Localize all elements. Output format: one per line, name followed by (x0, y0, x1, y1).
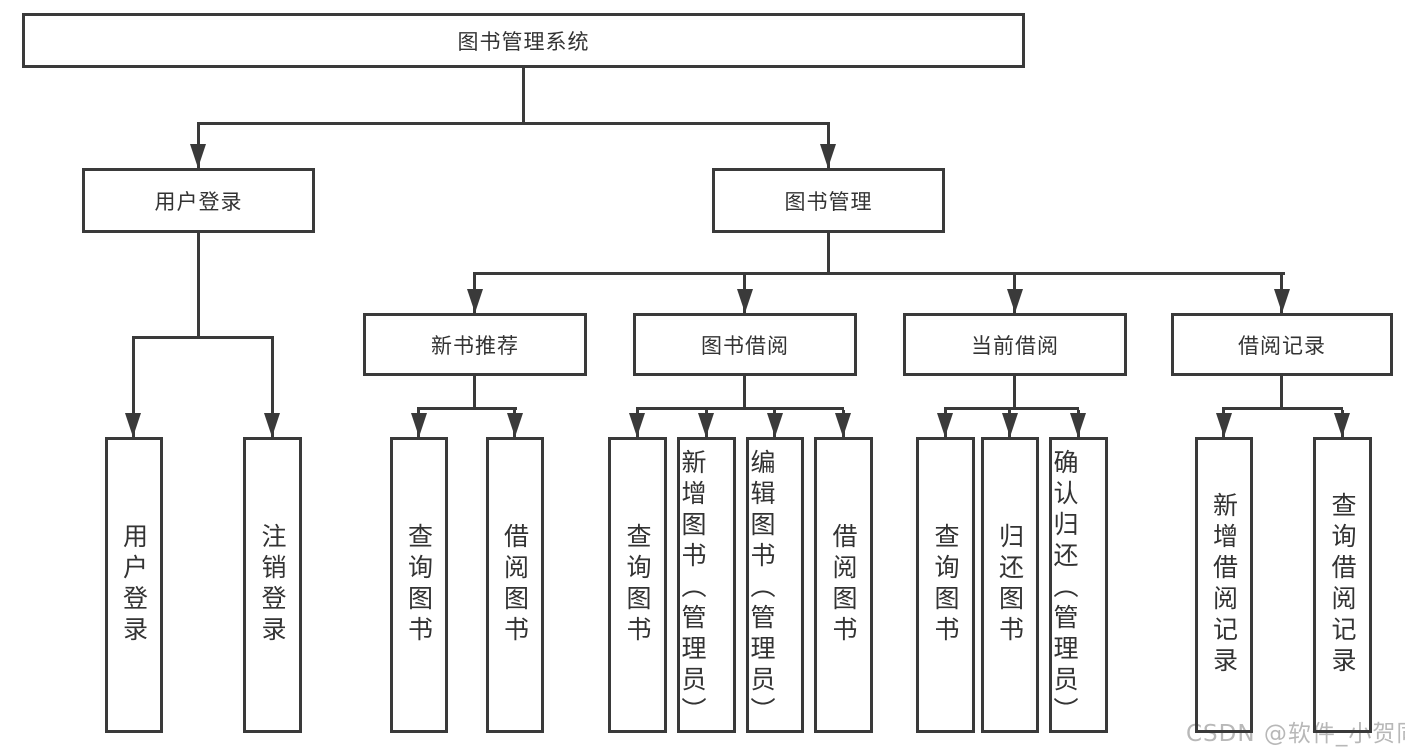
leaf-label: 查询借阅记录 (1328, 492, 1357, 678)
leaf-confirm-return-admin: 确认归还（管理员） (1049, 437, 1108, 733)
leaf-edit-books-admin: 编辑图书（管理员） (746, 437, 804, 733)
leaf-label: 新增借阅记录 (1209, 492, 1239, 678)
arrow-head (467, 289, 483, 313)
arrow-head (1002, 413, 1018, 437)
arrow-head (411, 413, 427, 437)
connector-line (1280, 376, 1283, 407)
arrow-head (629, 413, 645, 437)
leaf-label: 查询图书 (623, 523, 652, 647)
leaf-add-borrow-record: 新增借阅记录 (1195, 437, 1253, 733)
arrow-head (1334, 413, 1350, 437)
arrow-head (1216, 413, 1232, 437)
leaf-return-books: 归还图书 (981, 437, 1039, 733)
node-current-borrowing: 当前借阅 (903, 313, 1127, 376)
leaf-label: 注销登录 (258, 523, 287, 647)
leaf-label: 查询图书 (931, 523, 960, 647)
leaf-label: 确认归还（管理员） (1050, 449, 1079, 728)
leaf-label: 编辑图书（管理员） (747, 449, 776, 728)
connector-line (1013, 376, 1016, 407)
leaf-label: 用户登录 (119, 523, 149, 647)
node-user-login: 用户登录 (82, 168, 315, 233)
connector-line (132, 339, 135, 437)
arrow-head (820, 144, 836, 168)
csdn-watermark: CSDN @软件_小贺同学 (1186, 721, 1405, 747)
arrow-head (737, 289, 753, 313)
connector-line (1222, 407, 1343, 410)
leaf-label: 归还图书 (995, 523, 1025, 647)
leaf-label: 借阅图书 (500, 523, 530, 647)
leaf-query-books-recommend: 查询图书 (390, 437, 448, 733)
node-library-system: 图书管理系统 (22, 13, 1025, 68)
arrow-head (190, 144, 206, 168)
connector-line (417, 407, 517, 410)
node-borrowing-records: 借阅记录 (1171, 313, 1393, 376)
connector-line (944, 407, 1079, 410)
connector-line (132, 336, 274, 339)
arrow-head (937, 413, 953, 437)
node-book-management: 图书管理 (712, 168, 945, 233)
connector-line (197, 122, 830, 125)
arrow-head (835, 413, 851, 437)
arrow-head (264, 413, 280, 437)
arrow-head (125, 413, 141, 437)
leaf-user-login: 用户登录 (105, 437, 163, 733)
connector-line (827, 233, 830, 272)
connector-line (522, 68, 525, 122)
leaf-query-borrow-record: 查询借阅记录 (1313, 437, 1372, 733)
connector-line (473, 376, 476, 407)
node-book-borrowing: 图书借阅 (633, 313, 857, 376)
node-new-book-recommend: 新书推荐 (363, 313, 587, 376)
arrow-head (1070, 413, 1086, 437)
arrow-head (1007, 289, 1023, 313)
connector-line (636, 407, 844, 410)
arrow-head (767, 413, 783, 437)
leaf-label: 查询图书 (404, 523, 434, 647)
arrow-head (698, 413, 714, 437)
connector-line (743, 376, 746, 407)
leaf-logout: 注销登录 (243, 437, 302, 733)
leaf-borrow-books-recommend: 借阅图书 (486, 437, 544, 733)
connector-line (473, 272, 1285, 275)
leaf-label: 新增图书（管理员） (678, 449, 707, 728)
leaf-query-books-borrowing: 查询图书 (608, 437, 667, 733)
leaf-add-books-admin: 新增图书（管理员） (677, 437, 736, 733)
connector-line (197, 233, 200, 336)
arrow-head (1274, 289, 1290, 313)
leaf-label: 借阅图书 (829, 523, 858, 647)
connector-line (271, 339, 274, 437)
leaf-query-books-current: 查询图书 (916, 437, 975, 733)
leaf-borrow-books: 借阅图书 (814, 437, 873, 733)
arrow-head (507, 413, 523, 437)
